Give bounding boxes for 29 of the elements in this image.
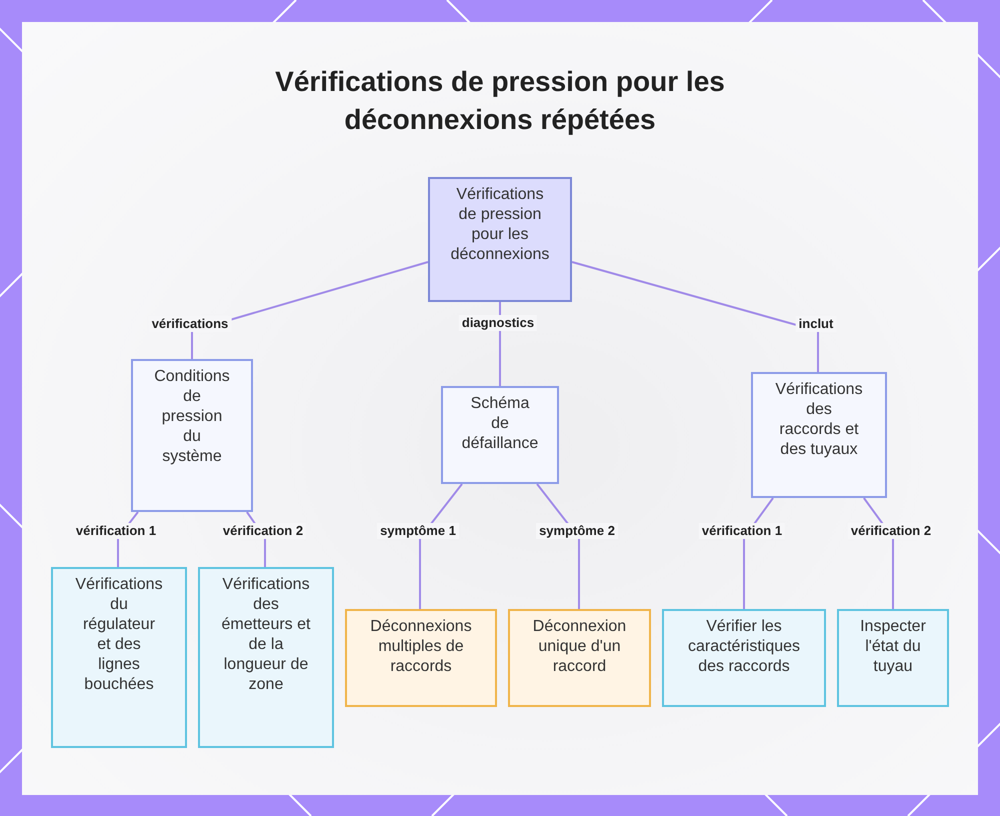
edge-label: vérification 2 [220,523,306,539]
edge-label: symptôme 2 [536,523,618,539]
check-box [662,609,826,707]
check-box [837,609,949,707]
node-text: Vérifications du régulateur et des lignes bouchées [74,575,164,695]
diagram-title: Vérifications de pression pour les déconnexions répétées [274,65,726,137]
node-text: Vérifier les caractéristiques des raccords [686,617,802,677]
category-box [131,359,253,512]
symptom-box [508,609,651,707]
node-text: Vérifications des raccords et des tuyaux [774,380,864,460]
category-box [441,386,559,484]
symptom-box [345,609,497,707]
check-box [51,567,187,748]
node-text: Déconnexion unique d'un raccord [532,617,628,677]
node-text: Inspecter l'état du tuyau [859,617,927,677]
node-text: Vérifications des émetteurs et de la longueur de zone [222,575,310,695]
edge-label: diagnostics [458,315,538,331]
check-box [198,567,334,748]
edge-label: inclut [796,316,836,332]
node-text: Schéma de défaillance [460,394,540,454]
connector-line [572,261,819,372]
edge-label: vérifications [148,316,232,332]
node-text: Déconnexions multiples de raccords [369,617,473,677]
edge-label: symptôme 1 [377,523,459,539]
edge-label: vérification 1 [698,523,786,539]
node-text: Vérifications de pression pour les déconnexions [450,185,550,265]
root-topic-box [428,177,572,302]
node-text: Conditions de pression du système [153,367,231,467]
category-box [751,372,887,498]
